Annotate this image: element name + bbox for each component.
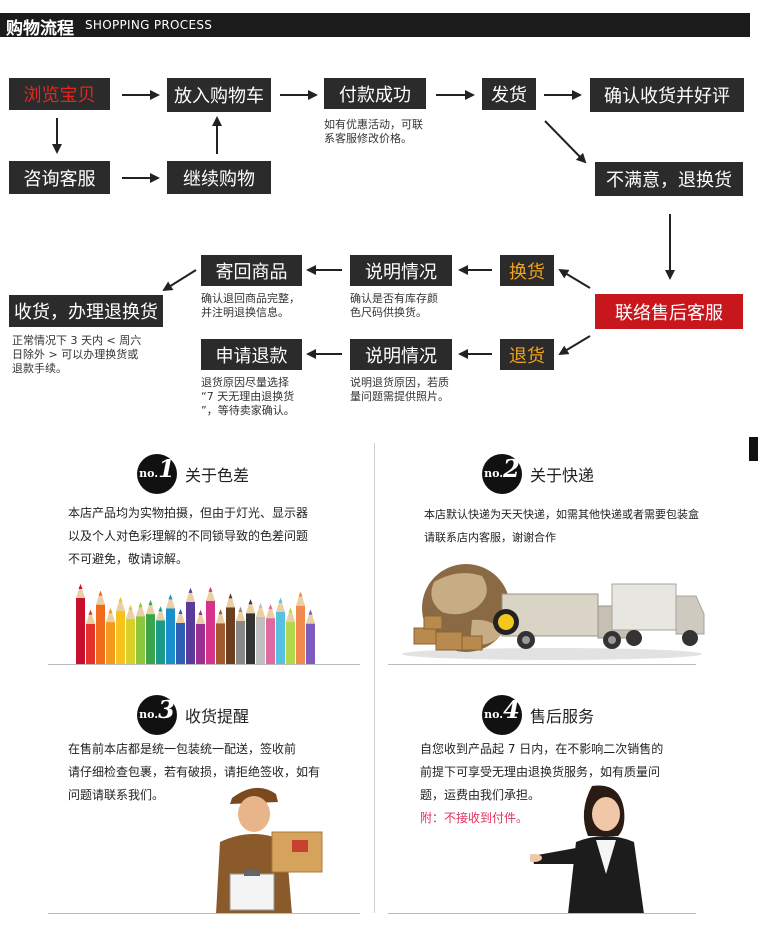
step-explain-exchange: 说明情况: [350, 255, 452, 286]
number-badge-2: no.2: [482, 454, 522, 494]
note-apply: 退货原因尽量选择 “7 天无理由退换货 ”，等待卖家确认。: [201, 376, 295, 417]
number-badge-3: no.3: [137, 695, 177, 735]
number-badge-4: no.4: [482, 695, 522, 735]
section-color-text: 本店产品均为实物拍摄，但由于灯光、显示器 以及个人对色彩理解的不同锁导致的色差问…: [68, 506, 309, 566]
step-explain-refund: 说明情况: [350, 339, 452, 370]
step-browse: 浏览宝贝: [9, 78, 110, 110]
note-done: 正常情况下 3 天内 < 周六 日除外 > 可以办理换货或 退款手续。: [12, 334, 142, 375]
divider-2: [388, 664, 696, 665]
delivery-man-image: [216, 787, 323, 914]
note-paid: 如有优惠活动，可联 系客服修改价格。: [324, 118, 423, 145]
side-marker: [749, 437, 758, 461]
number-badge-1: no.1: [137, 454, 177, 494]
step-cart: 放入购物车: [167, 78, 271, 112]
step-contact: 联络售后客服: [595, 294, 743, 329]
flow-arrows: [52, 90, 675, 359]
arrow-ship-unhappy: [544, 120, 587, 164]
step-paid: 付款成功: [324, 78, 426, 109]
arrow-sendback-done: [162, 269, 197, 292]
step-apply: 申请退款: [201, 339, 302, 370]
divider-4: [388, 913, 696, 914]
divider-1: [48, 664, 360, 665]
globe-trucks-image: [402, 564, 705, 660]
section-express-text: 本店默认快递为天天快递，如需其他快递或者需要包装盒 请联系店内客服，谢谢合作: [424, 508, 699, 544]
step-sendback: 寄回商品: [201, 255, 302, 286]
section-aftersale-text: 自您收到产品起 7 日内，在不影响二次销售的 前提下可享受无理由退换货服务，如有…: [420, 742, 664, 802]
section-express-title: no.2 关于快递: [482, 454, 594, 494]
step-exchange: 换货: [500, 255, 554, 286]
section-aftersale-note: 附：不接收到付件。: [420, 811, 529, 825]
section-receipt-title: no.3 收货提醒: [137, 695, 249, 735]
section-header: 购物流程 SHOPPING PROCESS: [0, 13, 750, 39]
note-sendback: 确认退回商品完整， 并注明退换信息。: [201, 292, 300, 319]
column-divider: [374, 443, 375, 913]
header-title: 购物流程: [6, 19, 74, 39]
step-done: 收货，办理退换货: [9, 295, 163, 327]
section-aftersale-title: no.4 售后服务: [482, 695, 594, 735]
header-subtitle: SHOPPING PROCESS: [85, 18, 213, 32]
arrow-contact-exchange: [558, 268, 591, 289]
section-receipt-text: 在售前本店都是统一包装统一配送，签收前 请仔细检查包裹，若有破损，请拒绝签收，如…: [68, 742, 321, 802]
note-explain-refund: 说明退货原因，若质 量问题需提供照片。: [350, 376, 449, 403]
note-explain-exchange: 确认是否有库存颜 色尺码供换货。: [350, 292, 438, 319]
step-consult: 咨询客服: [9, 161, 110, 194]
step-continue: 继续购物: [167, 161, 271, 194]
service-woman-image: [530, 785, 644, 914]
section-color-title: no.1 关于色差: [137, 454, 249, 494]
colored-pencils-image: [76, 584, 315, 664]
step-confirm: 确认收货并好评: [590, 78, 744, 112]
arrow-contact-refund: [558, 335, 591, 356]
step-unhappy: 不满意，退换货: [595, 162, 743, 196]
step-ship: 发货: [482, 78, 536, 110]
divider-3: [48, 913, 360, 914]
step-refund: 退货: [500, 339, 554, 370]
